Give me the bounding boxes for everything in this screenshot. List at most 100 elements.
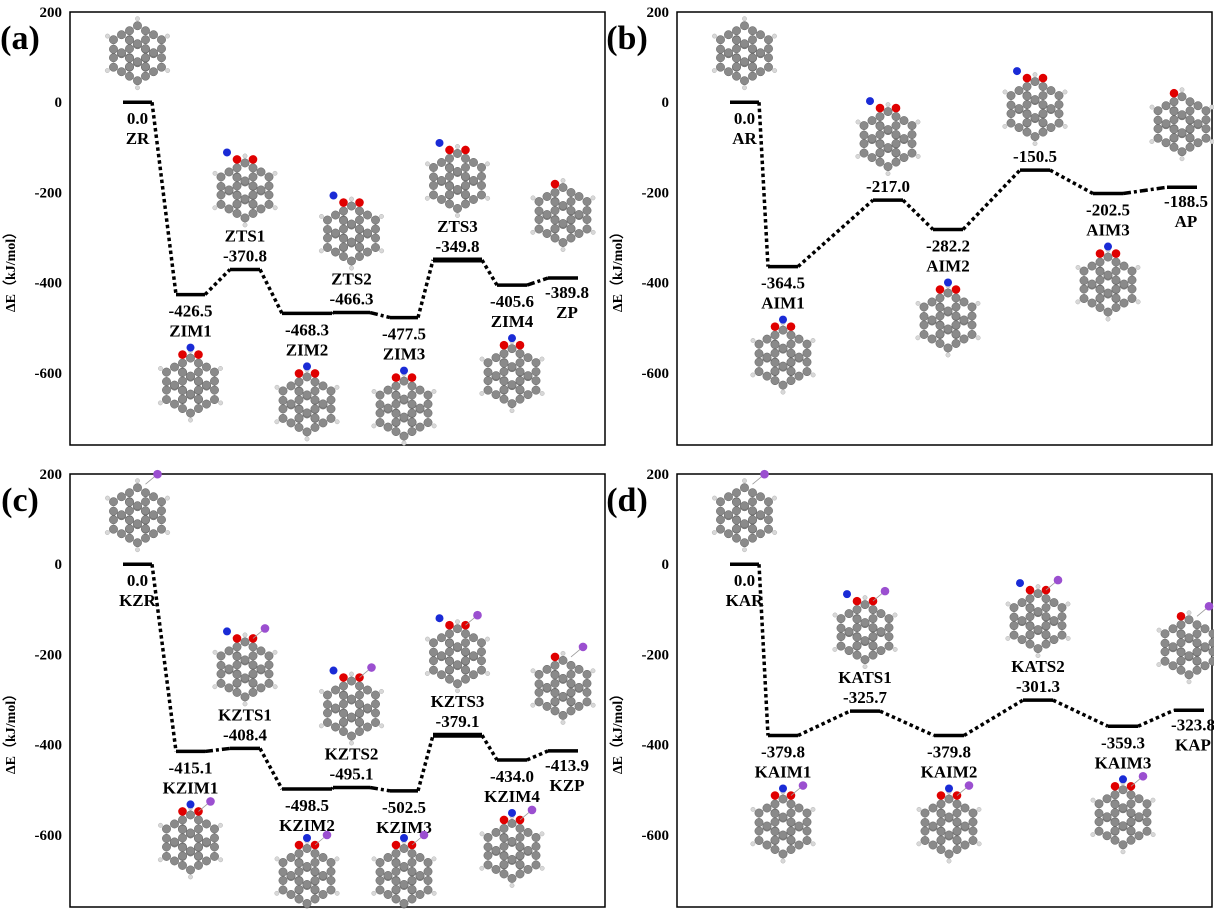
carbon-atom xyxy=(844,609,854,619)
energy-value: -389.8 xyxy=(545,283,589,302)
carbon-atom xyxy=(232,660,242,670)
carbon-atom xyxy=(391,417,401,427)
energy-value: -379.1 xyxy=(436,712,480,731)
oxygen-atom xyxy=(178,350,187,359)
carbon-atom xyxy=(216,200,226,209)
connector-line xyxy=(150,101,178,295)
carbon-atom xyxy=(1193,101,1203,111)
carbon-atom xyxy=(515,367,525,377)
carbon-atom xyxy=(1079,266,1089,276)
carbon-atom xyxy=(748,53,757,63)
carbon-atom xyxy=(756,30,765,40)
hydrogen-atom xyxy=(1135,265,1141,270)
carbon-atom xyxy=(157,497,166,507)
carbon-atom xyxy=(1025,594,1035,604)
hydrogen-atom xyxy=(975,335,981,341)
carbon-atom xyxy=(347,694,356,704)
carbon-atom xyxy=(461,638,470,648)
carbon-atom xyxy=(423,418,433,428)
carbon-atom xyxy=(162,367,171,377)
potassium-atom xyxy=(322,830,332,840)
carbon-atom xyxy=(1169,142,1179,152)
carbon-atom xyxy=(141,26,150,36)
carbon-atom xyxy=(109,35,118,45)
carbon-atom xyxy=(748,524,757,534)
carbon-atom xyxy=(162,377,171,387)
carbon-atom xyxy=(461,656,470,666)
energy-value: -379.8 xyxy=(761,743,805,762)
hydrogen-atom xyxy=(135,16,140,22)
y-tick-label: -200 xyxy=(642,647,670,663)
carbon-atom xyxy=(383,871,393,880)
oxygen-atom xyxy=(194,350,203,359)
carbon-atom xyxy=(326,386,336,396)
carbon-atom xyxy=(391,399,401,409)
carbon-atom xyxy=(802,357,812,367)
carbon-atom xyxy=(1054,91,1064,101)
nitrogen-atom xyxy=(435,138,444,147)
carbon-atom xyxy=(1009,630,1019,640)
carbon-atom xyxy=(375,867,385,877)
carbon-atom xyxy=(944,794,954,804)
carbon-atom xyxy=(907,130,917,140)
oxygen-atom xyxy=(550,179,560,189)
carbon-atom xyxy=(754,818,764,827)
carbon-atom xyxy=(264,200,274,209)
connector-line xyxy=(1137,708,1175,728)
carbon-atom xyxy=(1185,115,1195,125)
y-tick-label: -600 xyxy=(35,828,63,844)
carbon-atom xyxy=(952,808,962,818)
connector-line xyxy=(1049,168,1094,196)
carbon-atom xyxy=(1025,603,1035,613)
carbon-atom xyxy=(162,824,171,834)
carbon-atom xyxy=(371,215,380,225)
carbon-atom xyxy=(582,215,592,224)
carbon-atom xyxy=(453,679,462,689)
potassium-atom xyxy=(798,781,808,790)
hydrogen-atom xyxy=(431,890,437,896)
energy-value: -202.5 xyxy=(1086,201,1130,220)
carbon-atom xyxy=(762,334,772,344)
carbon-atom xyxy=(852,605,862,615)
carbon-atom xyxy=(1038,82,1048,92)
carbon-atom xyxy=(326,858,336,867)
y-tick-label: 200 xyxy=(40,467,63,483)
carbon-atom xyxy=(210,833,219,843)
carbon-atom xyxy=(437,670,446,680)
oxygen-atom xyxy=(391,840,401,850)
carbon-atom xyxy=(523,865,533,874)
carbon-atom xyxy=(802,348,812,358)
carbon-atom xyxy=(891,148,901,158)
carbon-atom xyxy=(491,865,501,874)
carbon-atom xyxy=(1046,123,1056,133)
carbon-atom xyxy=(558,691,568,701)
carbon-atom xyxy=(852,641,862,651)
carbon-atom xyxy=(515,358,525,368)
carbon-atom xyxy=(875,130,885,140)
carbon-atom xyxy=(109,497,118,507)
carbon-atom xyxy=(859,148,869,158)
carbon-atom xyxy=(375,400,385,410)
carbon-atom xyxy=(762,840,772,850)
carbon-atom xyxy=(968,836,978,845)
species-name: AIM2 xyxy=(926,256,969,275)
carbon-atom xyxy=(355,242,364,252)
carbon-atom xyxy=(157,62,166,72)
molecule-structure xyxy=(424,138,491,218)
oxygen-atom xyxy=(391,373,401,382)
carbon-atom xyxy=(550,660,560,670)
carbon-atom xyxy=(355,717,364,727)
carbon-atom xyxy=(278,395,288,405)
carbon-atom xyxy=(770,845,780,854)
carbon-atom xyxy=(1103,252,1113,262)
hydrogen-atom xyxy=(242,632,248,638)
carbon-atom xyxy=(407,408,417,418)
carbon-atom xyxy=(323,215,332,225)
carbon-atom xyxy=(534,679,544,689)
carbon-atom xyxy=(1038,109,1048,119)
energy-value: -405.6 xyxy=(490,292,534,311)
potassium-atom xyxy=(206,797,215,806)
carbon-atom xyxy=(399,844,409,853)
y-tick-label: -600 xyxy=(642,828,670,844)
carbon-atom xyxy=(407,885,417,894)
